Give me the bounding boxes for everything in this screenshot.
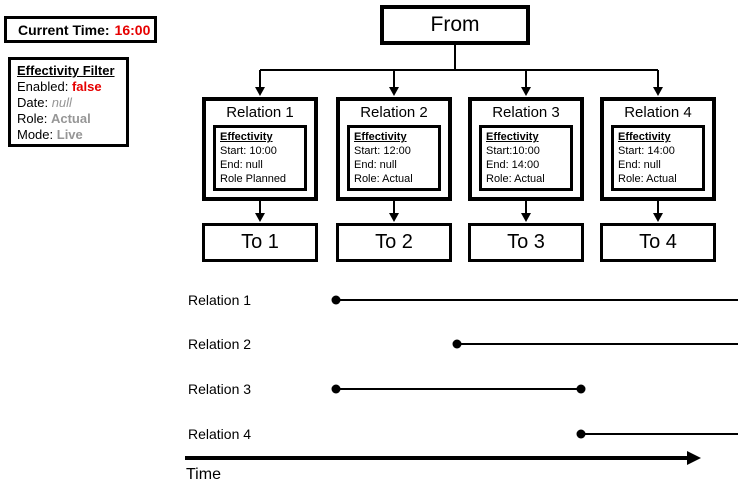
- effectivity-role: Role Planned: [220, 173, 287, 185]
- arrow-down-icon: [389, 213, 399, 222]
- effectivity-end: End: null: [618, 159, 661, 171]
- from-node: From: [380, 5, 530, 45]
- timeline-start-dot: [331, 384, 341, 394]
- effectivity-start: Start:10:00: [486, 145, 540, 157]
- effectivity-role: Role: Actual: [618, 173, 677, 185]
- current-time-panel: Current Time: 16:00: [4, 16, 157, 43]
- effectivity-role: Role: Actual: [354, 173, 413, 185]
- from-node-label: From: [430, 13, 480, 36]
- arrow-down-icon: [255, 213, 265, 222]
- arrow-down-icon: [521, 87, 531, 96]
- arrow-down-icon: [389, 87, 399, 96]
- effectivity-box: Effectivity Start:10:00 End: 14:00 Role:…: [479, 125, 573, 191]
- filter-field-role: Role: Actual: [17, 111, 91, 126]
- effectivity-box: Effectivity Start: 10:00 End: null Role …: [213, 125, 307, 191]
- arrow-down-icon: [653, 87, 663, 96]
- current-time-value: 16:00: [114, 21, 151, 38]
- timeline-label-relation-3: Relation 3: [188, 381, 252, 397]
- timeline-start-dot: [331, 295, 341, 305]
- timeline-label-relation-2: Relation 2: [188, 336, 252, 352]
- effectivity-start: Start: 12:00: [354, 145, 411, 157]
- timeline-label-relation-1: Relation 1: [188, 292, 252, 308]
- filter-field-enabled: Enabled: false: [17, 79, 102, 94]
- arrow-down-icon: [653, 213, 663, 222]
- effectivity-end: End: 14:00: [486, 159, 540, 171]
- to-node-2: To 2: [336, 223, 452, 262]
- filter-value-date: null: [51, 95, 72, 110]
- filter-value-role: Actual: [50, 111, 91, 126]
- filter-field-date: Date: null: [17, 95, 72, 110]
- to-node-4: To 4: [600, 223, 716, 262]
- relation-title: Relation 4: [624, 104, 692, 121]
- relation-title: Relation 2: [360, 104, 428, 121]
- timeline-start-dot: [576, 429, 586, 439]
- to-node-3: To 3: [468, 223, 584, 262]
- effectivity-end: End: null: [220, 159, 263, 171]
- effectivity-box: Effectivity Start: 12:00 End: null Role:…: [347, 125, 441, 191]
- filter-value-mode: Live: [56, 127, 83, 142]
- time-axis-label: Time: [186, 466, 221, 483]
- filter-value-enabled: false: [71, 79, 102, 94]
- arrow-down-icon: [521, 213, 531, 222]
- filter-field-mode: Mode: Live: [17, 127, 83, 142]
- effectivity-start: Start: 14:00: [618, 145, 675, 157]
- effectivity-filter-panel: Effectivity Filter Enabled: false Date: …: [8, 57, 129, 147]
- relation-node-1: Relation 1 Effectivity Start: 10:00 End:…: [202, 97, 318, 201]
- timeline-start-dot: [452, 339, 462, 349]
- relation-node-4: Relation 4 Effectivity Start: 14:00 End:…: [600, 97, 716, 201]
- arrow-right-icon: [687, 451, 701, 465]
- effectivity-box: Effectivity Start: 14:00 End: null Role:…: [611, 125, 705, 191]
- current-time-label: Current Time:: [18, 21, 110, 38]
- relation-title: Relation 1: [226, 104, 294, 121]
- timeline-label-relation-4: Relation 4: [188, 426, 252, 442]
- relation-node-3: Relation 3 Effectivity Start:10:00 End: …: [468, 97, 584, 201]
- relation-title: Relation 3: [492, 104, 560, 121]
- relation-node-2: Relation 2 Effectivity Start: 12:00 End:…: [336, 97, 452, 201]
- filter-title: Effectivity Filter: [17, 63, 115, 78]
- timeline-end-dot: [576, 384, 586, 394]
- effectivity-start: Start: 10:00: [220, 145, 277, 157]
- to-node-1: To 1: [202, 223, 318, 262]
- arrow-down-icon: [255, 87, 265, 96]
- effectivity-end: End: null: [354, 159, 397, 171]
- effectivity-role: Role: Actual: [486, 173, 545, 185]
